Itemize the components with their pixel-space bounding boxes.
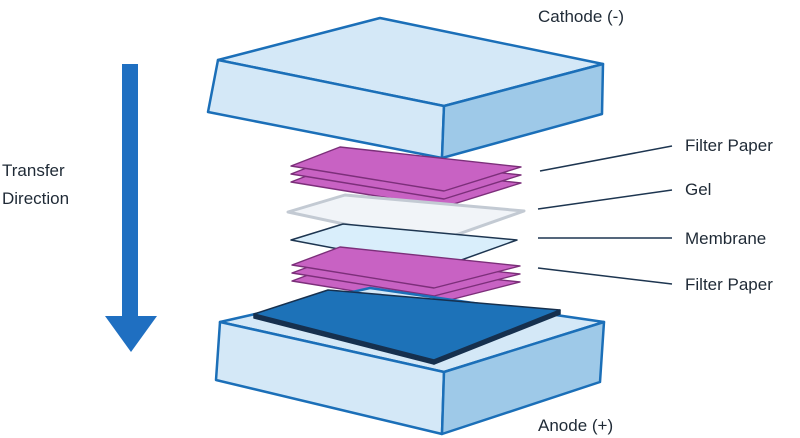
filter-paper-stack-top: [290, 146, 522, 208]
leader-line-filter-paper-bottom: [537, 267, 673, 285]
membrane-label: Membrane: [685, 229, 766, 248]
filter-paper-top-label: Filter Paper: [685, 136, 773, 155]
transfer-direction-arrow: [105, 64, 157, 352]
filter-paper-bottom-label: Filter Paper: [685, 275, 773, 294]
filter-paper-sheet: [291, 246, 521, 289]
cathode-label: Cathode (-): [538, 7, 624, 26]
sponge-pad: [253, 289, 561, 365]
transfer-label-line1: Transfer: [2, 161, 65, 180]
gel-label: Gel: [685, 180, 711, 199]
leader-lines: [537, 145, 673, 285]
filter-paper-stack-bottom: [291, 246, 521, 305]
leader-line-gel: [537, 189, 673, 210]
anode-label: Anode (+): [538, 416, 613, 435]
leader-line-filter-paper-top: [539, 145, 673, 172]
filter-paper-sheet: [290, 146, 522, 192]
cathode-electrode: [206, 16, 605, 160]
transfer-label-line2: Direction: [2, 189, 69, 208]
